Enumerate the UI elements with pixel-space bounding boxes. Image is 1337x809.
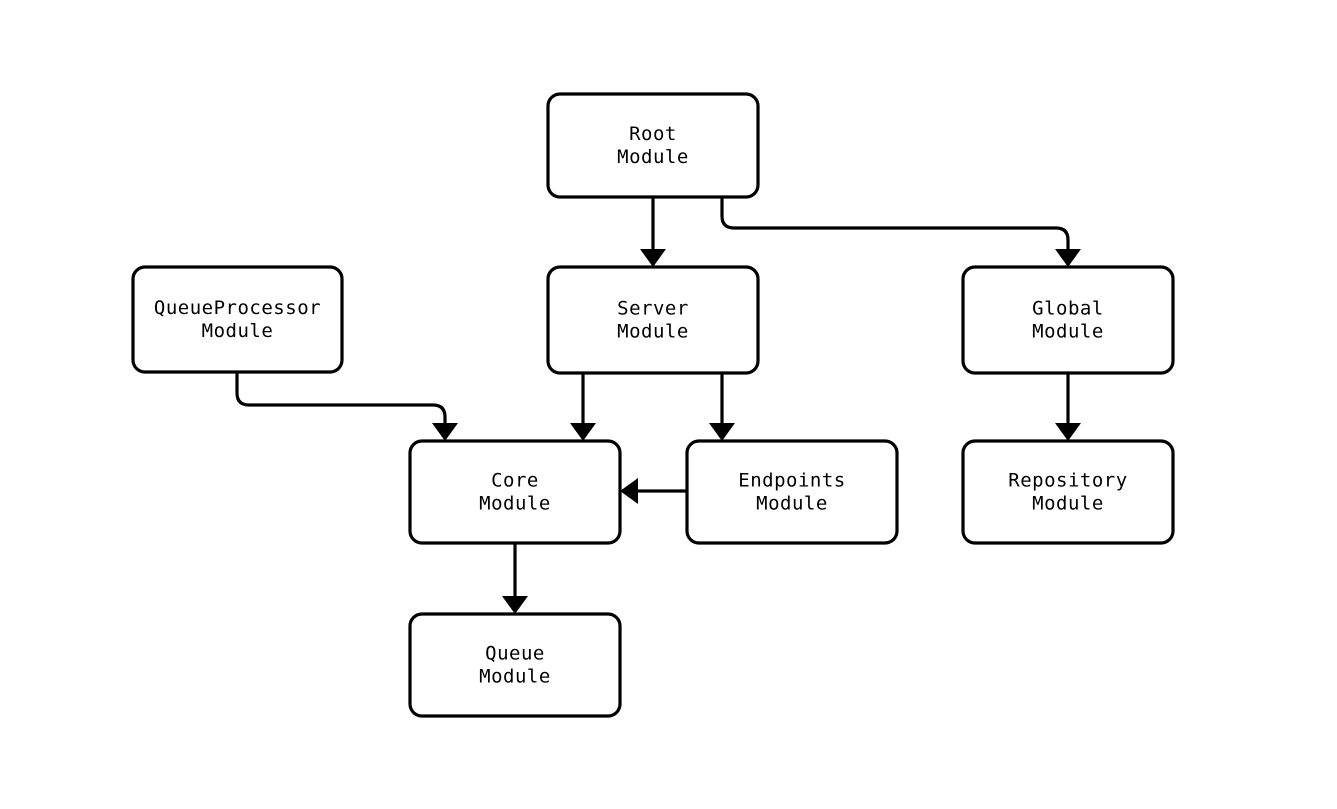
node-label-primary: Repository bbox=[1008, 470, 1127, 492]
edge-queueprocessor-to-core bbox=[235, 372, 458, 441]
node-label-primary: Global bbox=[1032, 298, 1104, 320]
arrowhead-down bbox=[570, 423, 596, 441]
edges-layer bbox=[235, 197, 1081, 614]
nodes-layer: RootModuleQueueProcessorModuleServerModu… bbox=[131, 92, 1175, 718]
arrowhead-left bbox=[620, 478, 638, 504]
arrowhead-down bbox=[1055, 249, 1081, 267]
edge-global-to-repository bbox=[1055, 373, 1081, 441]
node-label-primary: Server bbox=[617, 298, 689, 320]
edge-line bbox=[720, 197, 1070, 252]
edge-root-to-server bbox=[640, 197, 666, 267]
node-label-secondary: Module bbox=[1032, 493, 1104, 515]
edge-server-to-endpoints bbox=[709, 373, 735, 441]
node-label-secondary: Module bbox=[1032, 321, 1104, 343]
node-label-primary: Root bbox=[629, 123, 677, 145]
arrowhead-down bbox=[502, 596, 528, 614]
arrowhead-down bbox=[640, 249, 666, 267]
node-box[interactable] bbox=[408, 612, 622, 718]
arrowhead-down bbox=[1055, 423, 1081, 441]
node-box[interactable] bbox=[546, 92, 760, 199]
edge-server-to-core bbox=[570, 373, 596, 441]
node-box[interactable] bbox=[546, 265, 760, 375]
node-label-secondary: Module bbox=[479, 666, 551, 688]
node-label-secondary: Module bbox=[756, 493, 828, 515]
node-label-secondary: Module bbox=[479, 493, 551, 515]
node-label-primary: Core bbox=[491, 470, 539, 492]
node-box[interactable] bbox=[408, 439, 622, 545]
arrowhead-down bbox=[709, 423, 735, 441]
node-label-primary: QueueProcessor bbox=[154, 297, 321, 319]
node-label-primary: Endpoints bbox=[738, 470, 845, 492]
node-box[interactable] bbox=[961, 265, 1175, 375]
edge-line bbox=[235, 372, 447, 426]
node-box[interactable] bbox=[131, 265, 344, 374]
edge-root-to-global bbox=[720, 197, 1081, 267]
node-label-secondary: Module bbox=[202, 320, 274, 342]
node-label-secondary: Module bbox=[617, 321, 689, 343]
edge-endpoints-to-core bbox=[620, 478, 687, 504]
node-box[interactable] bbox=[685, 439, 899, 545]
node-label-secondary: Module bbox=[617, 146, 689, 168]
edge-core-to-queue bbox=[502, 543, 528, 614]
arrowhead-down bbox=[432, 423, 458, 441]
node-box[interactable] bbox=[961, 439, 1175, 545]
node-label-primary: Queue bbox=[485, 643, 545, 665]
